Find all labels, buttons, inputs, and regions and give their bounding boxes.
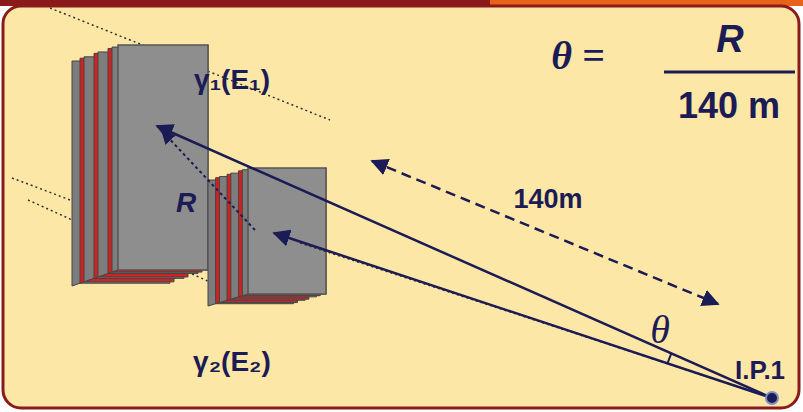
formula-lhs: θ =	[551, 34, 605, 78]
detector-slab	[242, 168, 326, 296]
distance-arrow	[372, 161, 718, 304]
photon-label: γ₁(E₁)	[194, 65, 270, 96]
separation-label: R	[176, 188, 196, 219]
distance-label: 140m	[510, 185, 585, 215]
detector-face	[248, 168, 326, 294]
fraction-bar	[664, 71, 795, 74]
formula-numerator: R	[716, 19, 743, 61]
photon-arrow	[157, 126, 772, 398]
formula-denominator: 140 m	[678, 86, 780, 126]
detector-slab	[112, 45, 208, 272]
angle-arc	[668, 353, 672, 363]
angle-label: θ	[650, 308, 670, 352]
interaction-point	[766, 392, 778, 404]
separation-arrow	[162, 131, 255, 230]
photon-arrow	[274, 233, 772, 398]
panel	[3, 6, 799, 408]
ip-label: I.P.1	[735, 356, 785, 385]
detectors	[72, 45, 326, 306]
photon-label: γ₂(E₂)	[193, 347, 271, 378]
